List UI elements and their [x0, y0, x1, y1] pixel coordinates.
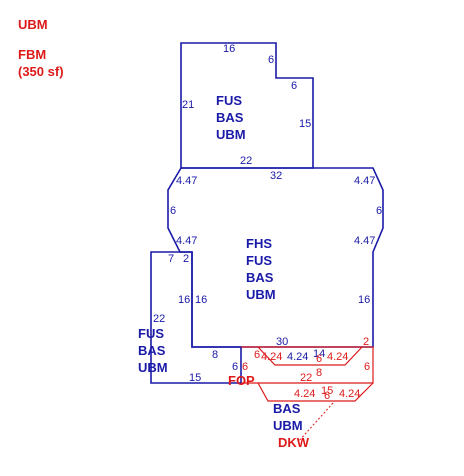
dim-fop-6c: 6 [316, 353, 322, 365]
dim-main-16c: 16 [358, 294, 370, 306]
dim-main-447a: 4.47 [176, 175, 197, 187]
dim-top-22: 22 [240, 155, 252, 167]
top-label-fus: FUS [216, 93, 242, 108]
top-label-bas: BAS [216, 110, 244, 125]
main-area-labels: FHS FUS BAS UBM [246, 236, 276, 302]
fop-inner-trapezoid [257, 346, 363, 366]
dim-main-447d: 4.47 [354, 235, 375, 247]
dim-main-30: 30 [276, 336, 288, 348]
dim-main-2b: 2 [363, 336, 369, 348]
dim-fop-6a: 6 [254, 349, 260, 361]
dim-fop-6b: 6 [242, 361, 248, 373]
dkw-label: DKW [278, 435, 310, 450]
dim-fop-22: 22 [300, 372, 312, 384]
dim-dkw-424e: 4.24 [339, 388, 360, 400]
top-label-ubm: UBM [216, 127, 246, 142]
dim-top-6b: 6 [291, 80, 297, 92]
dim-left-15: 15 [189, 372, 201, 384]
dim-fop-424a: 4.24 [261, 351, 282, 363]
dim-main-6a: 6 [170, 205, 176, 217]
dim-top-15: 15 [299, 118, 311, 130]
bottom-area-labels: BAS UBM [273, 401, 303, 433]
dim-main-2a: 2 [183, 253, 189, 265]
dim-main-6b: 6 [376, 205, 382, 217]
bottom-label-ubm: UBM [273, 418, 303, 433]
left-label-ubm: UBM [138, 360, 168, 375]
dim-top-21: 21 [182, 99, 194, 111]
fop-outline [241, 346, 374, 384]
dim-top-16: 16 [223, 43, 235, 55]
dim-main-447c: 4.47 [176, 235, 197, 247]
dim-dkw-6e: 6 [324, 390, 330, 402]
bottom-label-bas: BAS [273, 401, 301, 416]
main-label-ubm: UBM [246, 287, 276, 302]
dim-left-6: 6 [232, 361, 238, 373]
legend-fbm: FBM [18, 47, 46, 62]
main-label-fus: FUS [246, 253, 272, 268]
dim-main-447b: 4.47 [354, 175, 375, 187]
dim-main-32: 32 [270, 170, 282, 182]
top-section-outline [180, 42, 314, 169]
dim-fop-424b: 4.24 [287, 351, 308, 363]
dim-left-22: 22 [153, 313, 165, 325]
main-label-bas: BAS [246, 270, 274, 285]
dim-top-6a: 6 [268, 54, 274, 66]
left-label-bas: BAS [138, 343, 166, 358]
dim-fop-14: 14 [313, 348, 325, 360]
dim-fop-8: 8 [316, 367, 322, 379]
dkw-dashed-line [297, 402, 334, 443]
dkw-outline [257, 382, 374, 402]
left-label-fus: FUS [138, 326, 164, 341]
dim-dkw-15: 15 [321, 385, 333, 397]
main-section-outline [167, 167, 384, 348]
fop-label: FOP [228, 373, 255, 388]
legend-area: (350 sf) [18, 64, 64, 79]
dim-fop-6d: 6 [364, 361, 370, 373]
dim-main-7: 7 [168, 253, 174, 265]
dim-main-16a: 16 [178, 294, 190, 306]
dim-fop-424c: 4.24 [327, 351, 348, 363]
main-label-fhs: FHS [246, 236, 272, 251]
dim-left-8: 8 [212, 349, 218, 361]
dim-main-16b: 16 [195, 294, 207, 306]
legend-ubm: UBM [18, 17, 48, 32]
dim-dkw-424d: 4.24 [294, 388, 315, 400]
left-area-labels: FUS BAS UBM [138, 326, 168, 375]
top-area-labels: FUS BAS UBM [216, 93, 246, 142]
